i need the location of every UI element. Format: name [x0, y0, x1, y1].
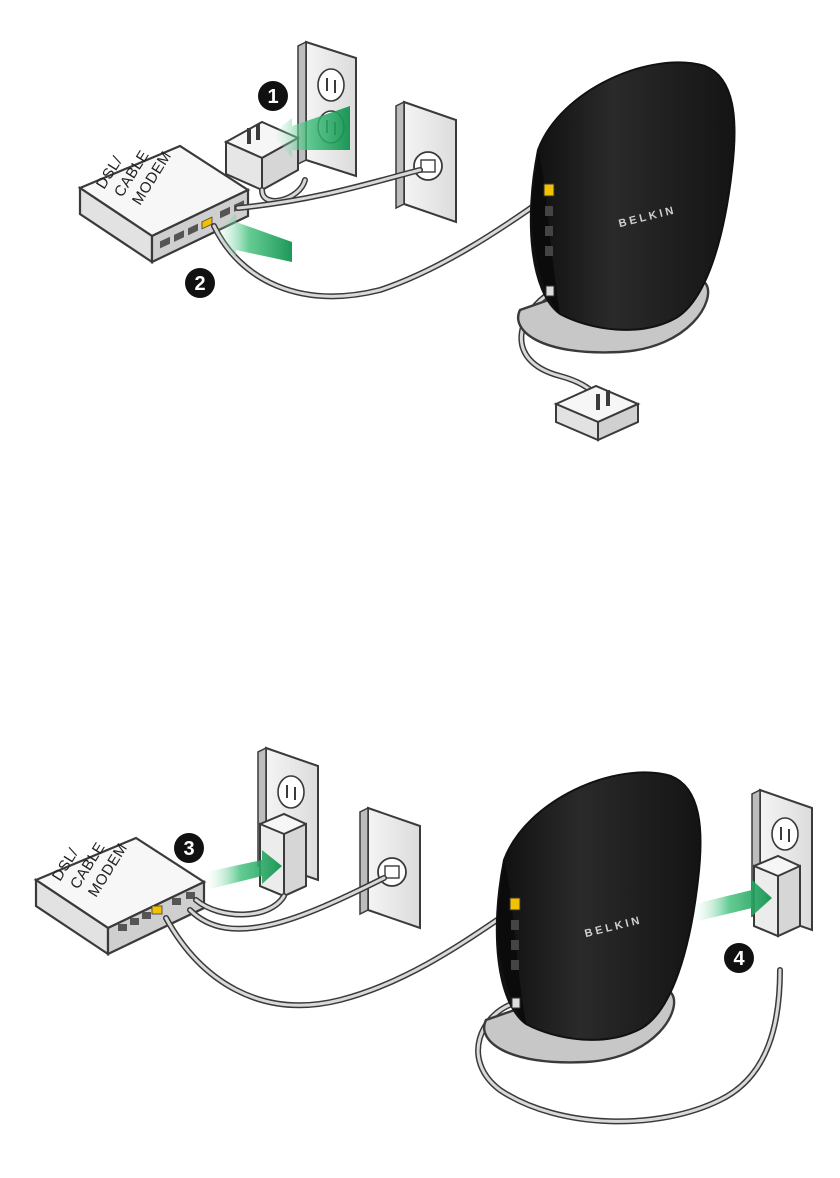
step-badge-4: 4 — [724, 943, 754, 973]
diagram-bottom-svg: DSL/ CABLE MODEM BELKIN — [0, 720, 840, 1178]
router-power-adapter-icon — [556, 386, 638, 440]
phone-jack-icon — [396, 102, 456, 222]
modem-port-highlight — [152, 906, 162, 914]
svg-text:3: 3 — [183, 838, 194, 860]
svg-text:4: 4 — [733, 948, 745, 970]
step-badge-2: 2 — [185, 268, 215, 298]
router-port-highlight — [544, 184, 554, 196]
step-badge-3: 3 — [174, 833, 204, 863]
setup-diagram-step-1-2: DSL/ CABLE MODEM BELKIN 1 — [0, 0, 840, 460]
diagram-top-svg: DSL/ CABLE MODEM BELKIN 1 — [0, 0, 840, 460]
svg-text:2: 2 — [194, 273, 205, 295]
svg-text:1: 1 — [267, 86, 278, 108]
step-badge-1: 1 — [258, 81, 288, 111]
router-port-highlight — [510, 898, 520, 910]
setup-diagram-step-3-4: DSL/ CABLE MODEM BELKIN — [0, 720, 840, 1178]
phone-jack-icon — [360, 808, 420, 928]
